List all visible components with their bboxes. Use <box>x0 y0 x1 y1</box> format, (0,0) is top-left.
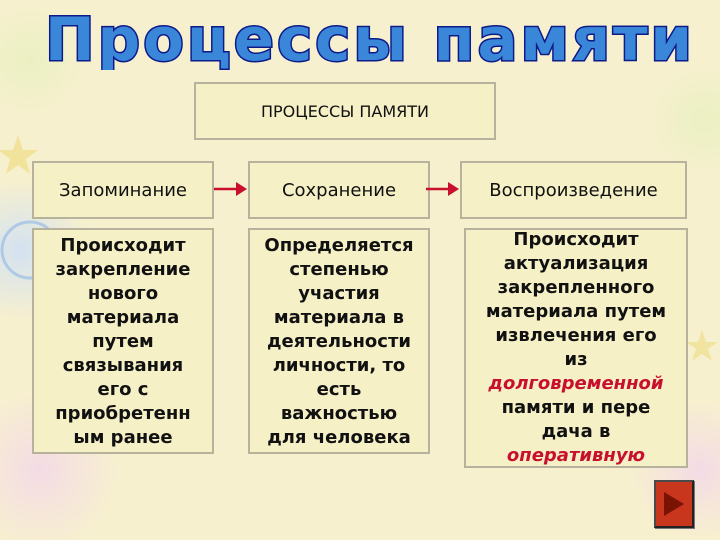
desc-line: личности, то <box>272 355 406 376</box>
desc-line: нового <box>87 283 159 304</box>
stage-label-reproduction: Воспроизведение <box>489 179 658 201</box>
desc-line: дача в <box>541 421 611 442</box>
stage-box-memorization: Запоминание <box>32 161 214 219</box>
desc-line: ым ранее <box>73 427 173 448</box>
desc-line: актуализация <box>503 253 649 274</box>
desc-line: путем <box>92 331 154 352</box>
desc-line: его с <box>97 379 149 400</box>
slide-title: Процессы памяти <box>44 8 695 70</box>
desc-line: деятельности <box>266 331 412 352</box>
stage-box-reproduction: Воспроизведение <box>460 161 687 219</box>
desc-highlight-long-term: долговременной <box>488 373 664 394</box>
desc-line: участия <box>298 283 380 304</box>
stage-box-retention: Сохранение <box>248 161 430 219</box>
stage-label-retention: Сохранение <box>281 179 397 201</box>
next-slide-button[interactable] <box>654 480 694 528</box>
desc-highlight-operative: оперативную <box>506 445 646 466</box>
desc-line: материала путем <box>485 301 667 322</box>
arrow-retention-to-reproduction <box>426 182 459 196</box>
arrow-memorization-to-retention <box>214 182 247 196</box>
header-box: ПРОЦЕССЫ ПАМЯТИ <box>194 82 496 140</box>
desc-line: материала <box>66 307 180 328</box>
desc-line: материала в <box>273 307 405 328</box>
desc-box-memorization: Происходит закрепление нового материала … <box>32 228 214 454</box>
header-box-label: ПРОЦЕССЫ ПАМЯТИ <box>261 101 429 121</box>
desc-line: степенью <box>289 259 389 280</box>
desc-line: Происходит <box>60 235 186 256</box>
play-triangle-icon <box>664 492 684 516</box>
desc-box-retention: Определяется степенью участия материала … <box>248 228 430 454</box>
stage-label-memorization: Запоминание <box>59 179 187 201</box>
desc-line: приобретенн <box>55 403 191 424</box>
desc-line: важностью <box>280 403 398 424</box>
desc-line: Происходит <box>513 229 639 250</box>
desc-line: закрепление <box>55 259 191 280</box>
desc-line: извлечения его <box>495 325 657 346</box>
desc-line: для человека <box>267 427 411 448</box>
desc-line: связывания <box>62 355 184 376</box>
slide-title-text: Процессы памяти <box>45 8 695 70</box>
desc-line: из <box>564 349 588 370</box>
desc-line: Определяется <box>264 235 414 256</box>
desc-line: памяти и пере <box>501 397 651 418</box>
desc-box-reproduction: Происходит актуализация закрепленного ма… <box>464 228 688 468</box>
desc-line: закрепленного <box>497 277 655 298</box>
desc-line: есть <box>316 379 362 400</box>
